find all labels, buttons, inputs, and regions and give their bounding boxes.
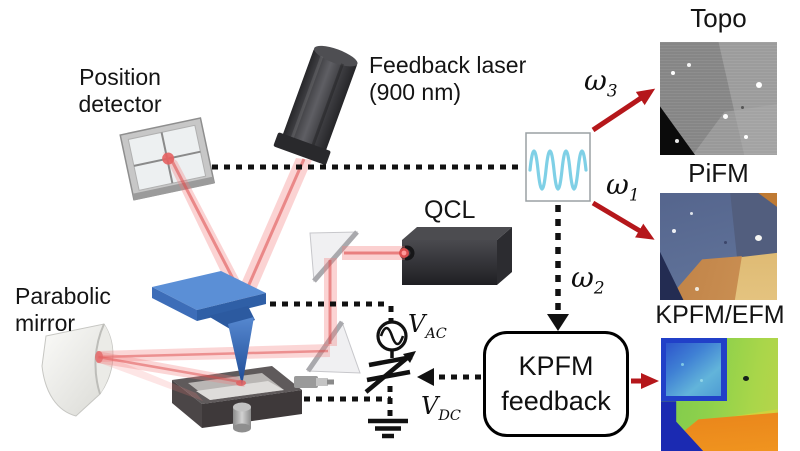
ground-icon xyxy=(368,418,408,439)
afm-topography-image xyxy=(660,42,777,155)
omega-3-subscript: 3 xyxy=(606,80,618,101)
position-detector-label: Position detector xyxy=(78,64,162,117)
bias-circuit xyxy=(364,320,416,439)
sine-waveform xyxy=(528,149,588,191)
lower-prism-icon xyxy=(305,320,361,374)
omega-1-label: ω1 xyxy=(606,168,640,205)
feedback-arrowhead xyxy=(417,368,434,386)
parabolic-mirror-icon xyxy=(41,323,114,417)
omega3-arrow xyxy=(591,88,656,133)
omega-3-label: ω3 xyxy=(584,64,618,101)
kpfm-feedback-box: KPFM feedback xyxy=(483,331,629,437)
vdc-symbol: V xyxy=(421,392,439,420)
ac-source-icon xyxy=(376,320,408,358)
omega-2-subscript: 2 xyxy=(593,277,605,298)
qcl-label: QCL xyxy=(424,196,476,224)
red-signal-arrows xyxy=(591,88,659,389)
pifm-right-band xyxy=(730,193,777,260)
feedback-laser-label: Feedback laser (900 nm) xyxy=(369,52,527,105)
omega-2-symbol: ω xyxy=(571,261,594,294)
kpfm-defect-dot xyxy=(742,376,749,382)
waveform-monitor-icon xyxy=(525,132,591,202)
omega2-arrowhead xyxy=(547,314,569,331)
stage-connector xyxy=(294,376,334,388)
variable-arrowhead xyxy=(403,351,416,363)
laser-beams xyxy=(95,152,409,401)
stage-knob xyxy=(233,407,251,428)
vdc-subscript: DC xyxy=(438,407,461,424)
pifm-image-label: PiFM xyxy=(688,158,749,188)
cantilever-tip-icon xyxy=(152,271,266,386)
dashed-signal-lines xyxy=(212,164,561,417)
omega-3-symbol: ω xyxy=(584,64,607,97)
vac-label: VAC xyxy=(408,310,447,342)
parabolic-mirror-label: Parabolic mirror xyxy=(15,283,111,336)
qcl-laser-icon xyxy=(399,227,512,285)
vdc-label: VDC xyxy=(421,392,461,424)
omega1-arrow xyxy=(591,200,655,240)
omega-1-symbol: ω xyxy=(606,168,629,201)
sample-stage-icon xyxy=(172,366,334,433)
kpfm-blue-rect xyxy=(661,338,727,402)
kpfm-efm-image xyxy=(661,338,778,451)
vac-subscript: AC xyxy=(425,325,447,342)
omega-2-label: ω2 xyxy=(571,261,605,298)
kpfm-efm-image-label: KPFM/EFM xyxy=(655,301,785,329)
kpfm-blue-inner xyxy=(666,343,722,397)
omega-1-subscript: 1 xyxy=(628,184,640,205)
upper-prism-icon xyxy=(309,230,359,283)
prism-icons xyxy=(305,230,361,374)
pifm-image xyxy=(660,193,777,300)
topo-image-label: Topo xyxy=(690,3,747,33)
feedback-laser-icon xyxy=(273,45,358,165)
tip-laser-spot xyxy=(236,380,246,386)
variable-capacitor-icon xyxy=(364,354,413,394)
detector-laser-spot xyxy=(162,152,175,165)
vac-symbol: V xyxy=(408,310,426,338)
